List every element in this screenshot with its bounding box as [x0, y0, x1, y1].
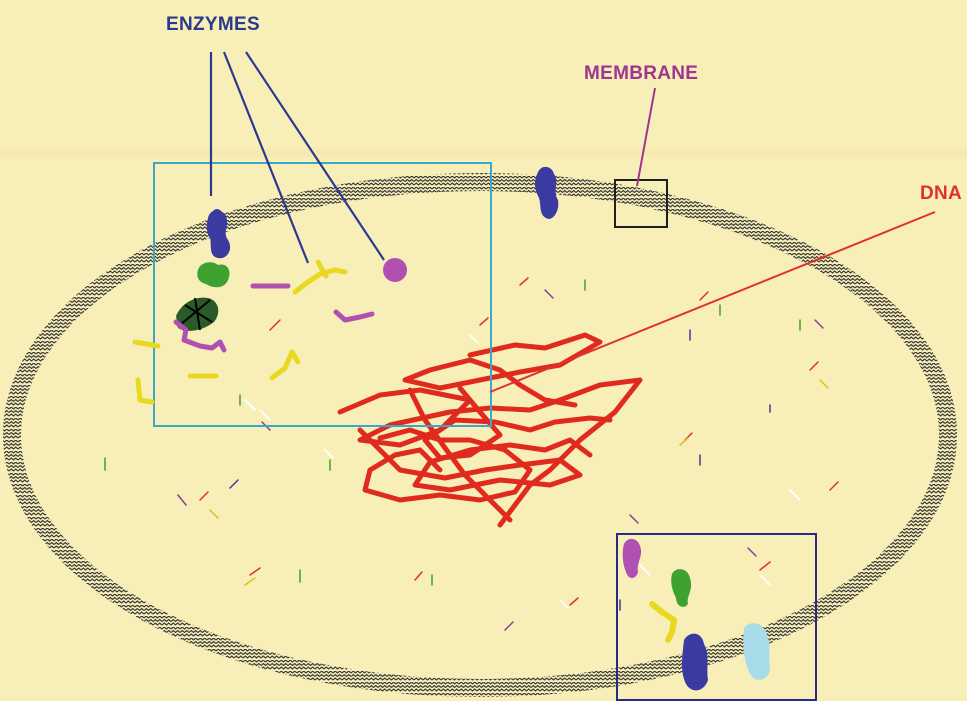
cell-membrane: [12, 182, 948, 688]
protein-yellow: [652, 604, 674, 640]
membrane-label: MEMBRANE: [584, 63, 698, 85]
membrane-protein-blue: [535, 167, 558, 219]
protein-navy: [682, 634, 708, 691]
enzyme-magenta-ball: [383, 258, 407, 282]
enzyme-green: [197, 262, 229, 287]
protein-magenta: [623, 539, 641, 578]
dna-label: DNA: [920, 183, 962, 205]
protein-green: [671, 569, 691, 607]
enzymes-label: ENZYMES: [166, 14, 260, 36]
enzymes-callout-lines: [211, 52, 384, 263]
enzyme-yellow: [135, 262, 345, 402]
membrane-callout-line: [637, 88, 655, 186]
